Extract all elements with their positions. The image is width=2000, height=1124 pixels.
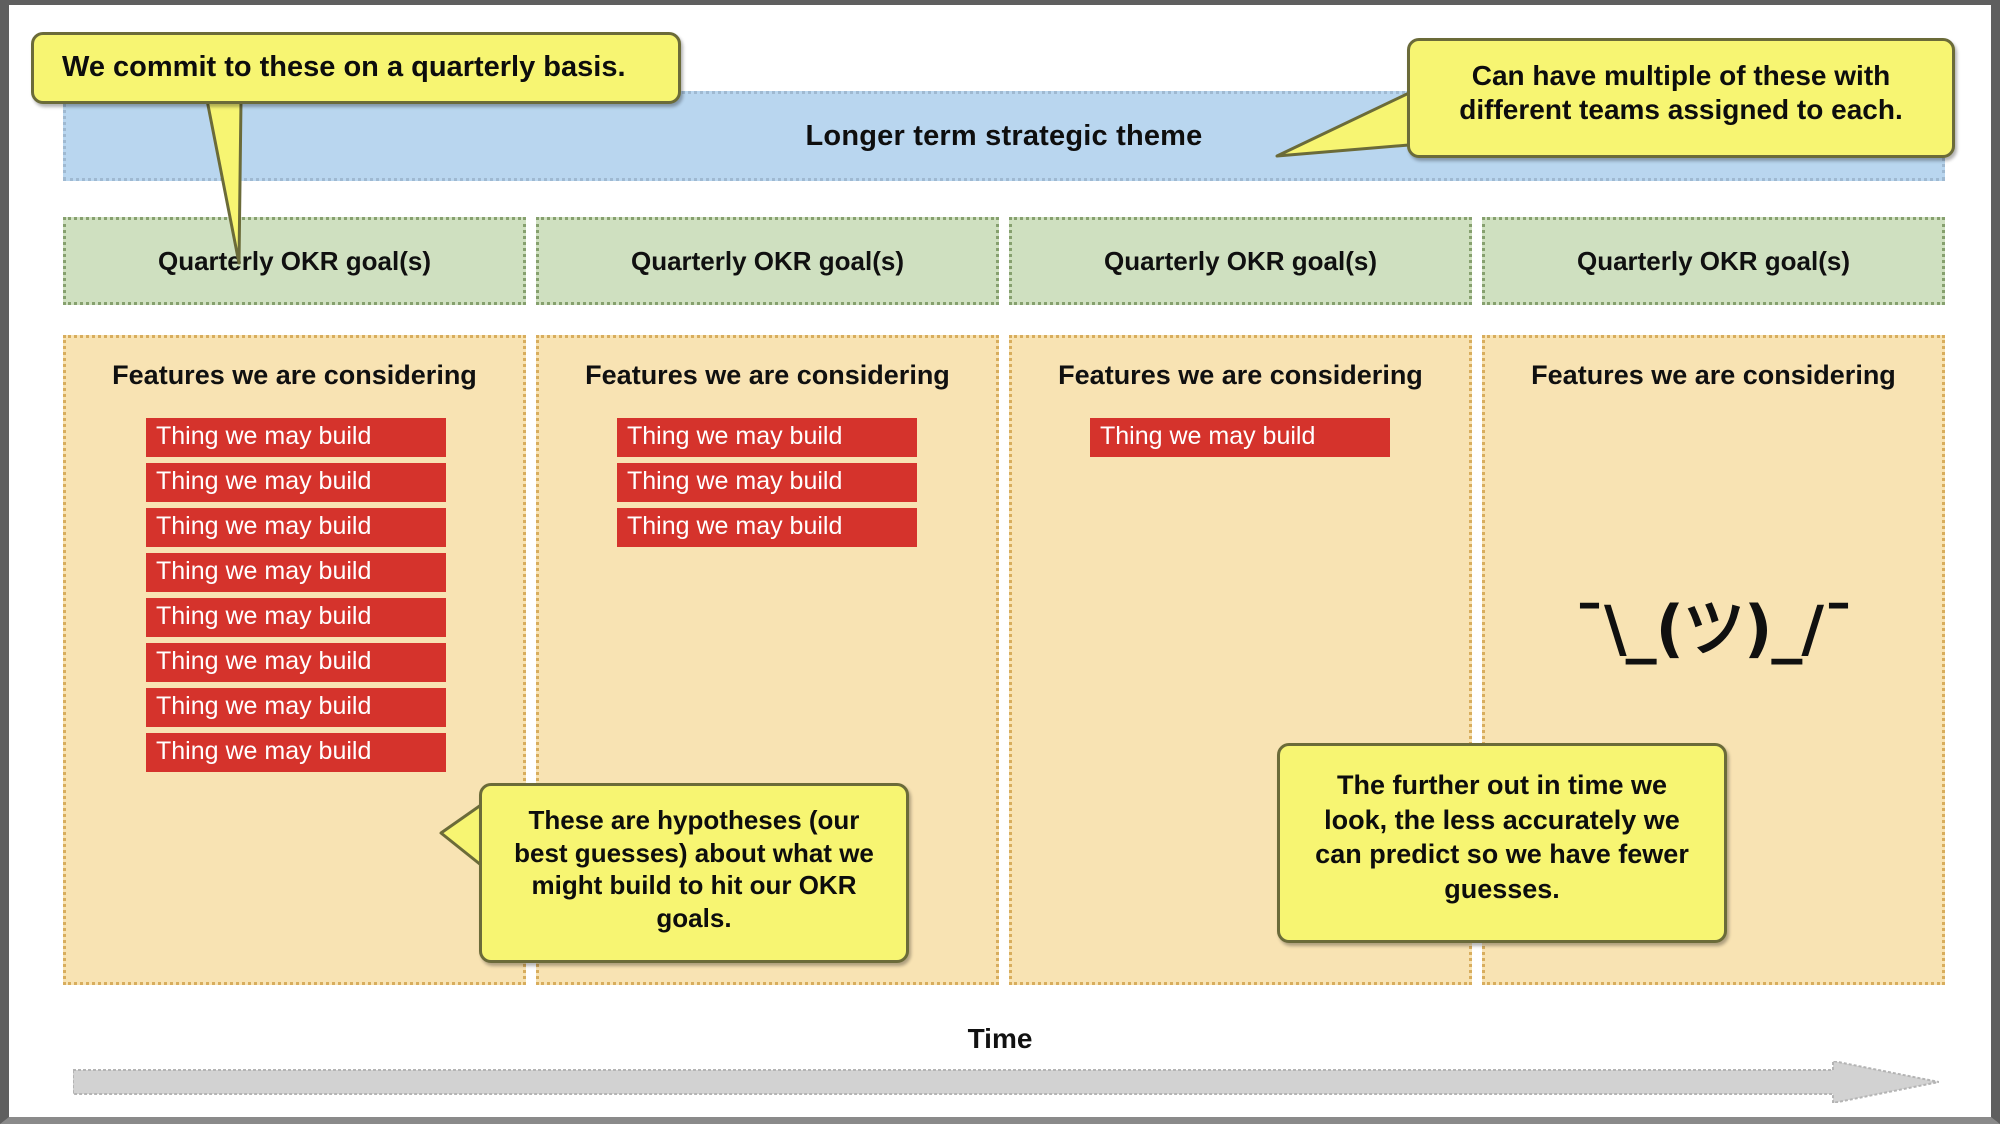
features-column-2-chip-stack: Thing we may build Thing we may build Th… — [539, 417, 996, 547]
okr-column-4-label: Quarterly OKR goal(s) — [1576, 245, 1851, 276]
callout-hypotheses-text: These are hypotheses (our best guesses) … — [514, 805, 874, 933]
feature-chip[interactable]: Thing we may build — [1090, 417, 1390, 457]
features-column-3-title: Features we are considering — [1058, 360, 1423, 390]
features-column-4-title: Features we are considering — [1531, 360, 1896, 390]
callout-commit[interactable]: We commit to these on a quarterly basis. — [31, 32, 681, 104]
features-column-1[interactable]: Features we are considering Thing we may… — [63, 335, 526, 985]
feature-chip[interactable]: Thing we may build — [146, 597, 446, 637]
time-arrow-icon — [73, 1061, 1939, 1103]
feature-chip[interactable]: Thing we may build — [146, 417, 446, 457]
feature-chip[interactable]: Thing we may build — [617, 507, 917, 547]
feature-chip[interactable]: Thing we may build — [146, 642, 446, 682]
callout-multiple-teams-text: Can have multiple of these with differen… — [1459, 60, 1903, 126]
features-column-3-chip-stack: Thing we may build — [1012, 417, 1469, 457]
okr-column-2[interactable]: Quarterly OKR goal(s) — [536, 217, 999, 305]
time-axis-label: Time — [967, 1023, 1033, 1054]
callout-multiple-teams[interactable]: Can have multiple of these with differen… — [1407, 38, 1955, 158]
quarterly-okr-row: Quarterly OKR goal(s) Quarterly OKR goal… — [63, 217, 1945, 305]
shrug-emoticon: ¯\_(ツ)_/¯ — [1574, 592, 1854, 665]
feature-chip[interactable]: Thing we may build — [146, 507, 446, 547]
okr-column-1[interactable]: Quarterly OKR goal(s) — [63, 217, 526, 305]
feature-chip[interactable]: Thing we may build — [617, 417, 917, 457]
feature-chip[interactable]: Thing we may build — [146, 732, 446, 772]
callout-prediction-accuracy-text: The further out in time we look, the les… — [1315, 770, 1689, 904]
feature-chip[interactable]: Thing we may build — [146, 552, 446, 592]
strategic-theme-label: Longer term strategic theme — [805, 119, 1203, 152]
callout-commit-text: We commit to these on a quarterly basis. — [62, 51, 626, 83]
okr-column-2-label: Quarterly OKR goal(s) — [630, 245, 905, 276]
okr-column-1-label: Quarterly OKR goal(s) — [157, 245, 432, 276]
features-column-1-title: Features we are considering — [112, 360, 477, 390]
okr-column-3[interactable]: Quarterly OKR goal(s) — [1009, 217, 1472, 305]
diagram-canvas: Longer term strategic theme Quarterly OK… — [9, 5, 1991, 1117]
callout-hypotheses[interactable]: These are hypotheses (our best guesses) … — [479, 783, 909, 963]
feature-chip[interactable]: Thing we may build — [146, 462, 446, 502]
okr-column-3-label: Quarterly OKR goal(s) — [1103, 245, 1378, 276]
callout-prediction-accuracy[interactable]: The further out in time we look, the les… — [1277, 743, 1727, 943]
features-column-2-title: Features we are considering — [585, 360, 950, 390]
okr-column-4[interactable]: Quarterly OKR goal(s) — [1482, 217, 1945, 305]
features-column-1-chip-stack: Thing we may build Thing we may build Th… — [66, 417, 523, 772]
feature-chip[interactable]: Thing we may build — [617, 462, 917, 502]
feature-chip[interactable]: Thing we may build — [146, 687, 446, 727]
